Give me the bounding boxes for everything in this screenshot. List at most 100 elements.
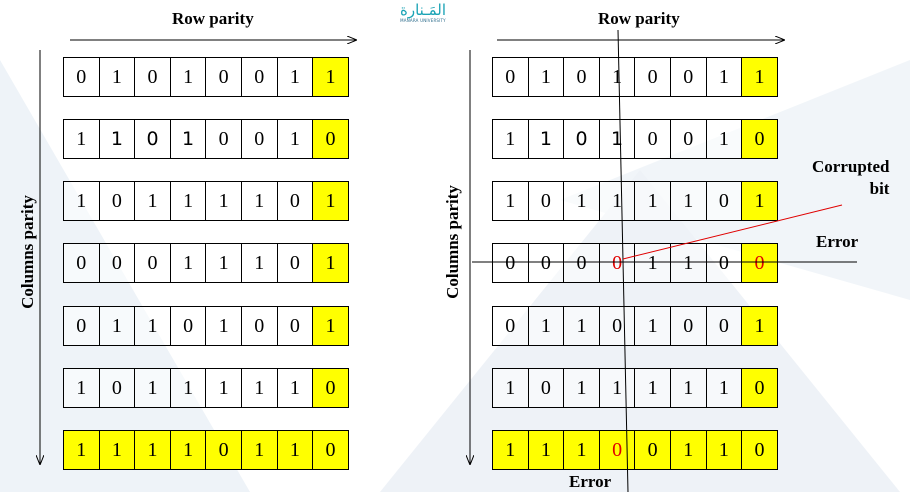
data-bit-cell: 0 <box>527 368 565 408</box>
data-bit-cell: 0 <box>705 181 743 221</box>
data-bit-cell: 0 <box>98 243 136 283</box>
left-row-parity-label: Row parity <box>172 9 254 28</box>
data-bit-cell: 1 <box>669 181 707 221</box>
data-bit-cell: 1 <box>63 181 100 221</box>
data-bit-cell: 1 <box>634 181 671 221</box>
data-bit-cell: 1 <box>169 57 207 97</box>
parity-bit-cell: 0 <box>312 368 349 408</box>
data-bit-cell: 1 <box>169 368 207 408</box>
column-parity-cell: 1 <box>240 430 278 470</box>
data-bit-cell: 1 <box>276 368 314 408</box>
data-bit-cell: 1 <box>240 368 278 408</box>
data-bit-cell: 1 <box>598 57 636 97</box>
data-bit-cell: 1 <box>169 181 207 221</box>
university-logo: المَـنارة MANARA UNIVERSITY <box>386 2 460 24</box>
data-bit-cell: 1 <box>98 57 136 97</box>
column-parity-cell: 1 <box>705 430 743 470</box>
data-bit-cell: 1 <box>527 57 565 97</box>
data-bit-cell: 1 <box>492 119 529 159</box>
data-bit-cell: 1 <box>598 119 636 159</box>
parity-bit-cell: 0 <box>312 119 349 159</box>
data-bit-cell: 1 <box>205 181 242 221</box>
data-bit-cell: 1 <box>563 306 600 346</box>
column-parity-cell: 1 <box>492 430 529 470</box>
data-bit-cell: 0 <box>563 57 600 97</box>
data-bit-cell: 0 <box>63 57 100 97</box>
data-bit-cell: 0 <box>240 57 278 97</box>
corrupted-label-line2: bit <box>869 179 890 198</box>
data-bit-cell: 1 <box>598 368 636 408</box>
right-row-parity-label: Row parity <box>598 9 680 28</box>
data-bit-cell: 0 <box>276 306 314 346</box>
data-bit-cell: 0 <box>276 243 314 283</box>
parity-bit-cell: 1 <box>312 306 349 346</box>
column-parity-cell: 0 <box>598 430 636 470</box>
data-bit-cell: 0 <box>98 181 136 221</box>
data-bit-cell: 0 <box>527 243 565 283</box>
data-bit-cell: 0 <box>134 243 171 283</box>
corrupted-label-line1: Corrupted <box>812 157 890 176</box>
parity-bit-cell: 1 <box>312 57 349 97</box>
parity-bit-cell: 1 <box>312 181 349 221</box>
data-bit-cell: 1 <box>205 306 242 346</box>
logo-english-text: MANARA UNIVERSITY <box>400 18 446 23</box>
data-bit-cell: 1 <box>669 243 707 283</box>
parity-bit-cell: 0 <box>741 119 778 159</box>
data-bit-cell: 1 <box>492 368 529 408</box>
data-bit-cell: 0 <box>634 119 671 159</box>
data-bit-cell: 0 <box>669 119 707 159</box>
column-parity-cell: 1 <box>134 430 171 470</box>
data-bit-cell: 1 <box>134 306 171 346</box>
data-bit-cell: 1 <box>276 57 314 97</box>
data-bit-cell: 0 <box>63 243 100 283</box>
data-bit-cell: 0 <box>598 306 636 346</box>
data-bit-cell: 1 <box>705 57 743 97</box>
data-bit-cell: 1 <box>240 181 278 221</box>
data-bit-cell: 0 <box>634 57 671 97</box>
data-bit-cell: 0 <box>63 306 100 346</box>
data-bit-cell: 0 <box>276 181 314 221</box>
data-bit-cell: 0 <box>705 243 743 283</box>
right-columns-parity-label: Columns parity <box>443 185 462 299</box>
column-parity-cell: 1 <box>669 430 707 470</box>
data-bit-cell: 0 <box>240 119 278 159</box>
data-bit-cell: 0 <box>169 306 207 346</box>
data-bit-cell: 0 <box>492 57 529 97</box>
data-bit-cell: 1 <box>169 243 207 283</box>
data-bit-cell: 0 <box>669 57 707 97</box>
column-parity-cell: 0 <box>634 430 671 470</box>
data-bit-cell: 0 <box>205 57 242 97</box>
error-column-label: Error <box>569 472 612 491</box>
parity-bit-cell: 1 <box>741 306 778 346</box>
column-parity-cell: 1 <box>276 430 314 470</box>
data-bit-cell: 1 <box>98 306 136 346</box>
data-bit-cell: 1 <box>527 119 565 159</box>
data-bit-cell: 1 <box>63 368 100 408</box>
column-parity-cell: 1 <box>63 430 100 470</box>
data-bit-cell: 0 <box>669 306 707 346</box>
data-bit-cell: 1 <box>563 181 600 221</box>
column-parity-cell: 1 <box>527 430 565 470</box>
corrupted-bit-label: Corrupted bit <box>812 156 889 200</box>
data-bit-cell: 1 <box>98 119 136 159</box>
column-parity-cell: 0 <box>205 430 242 470</box>
data-bit-cell: 1 <box>634 243 671 283</box>
parity-bit-cell: 1 <box>741 181 778 221</box>
data-bit-cell: 0 <box>492 243 529 283</box>
parity-bit-cell: 0 <box>741 243 778 283</box>
parity-bit-cell: 1 <box>741 57 778 97</box>
data-bit-cell: 0 <box>240 306 278 346</box>
data-bit-cell: 1 <box>634 306 671 346</box>
